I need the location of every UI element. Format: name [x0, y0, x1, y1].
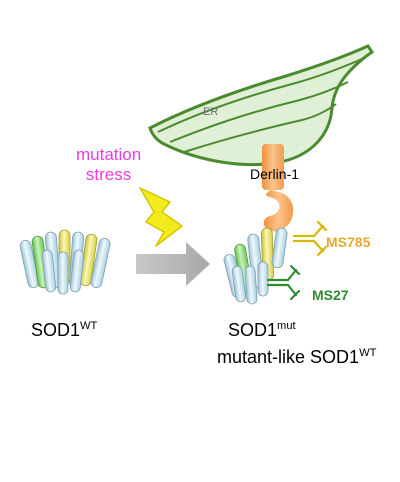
ms27-label: MS27	[312, 287, 349, 303]
er-label: ER	[203, 106, 219, 118]
derlin-1-protein	[262, 144, 294, 232]
sod1-mutant-barrel	[223, 227, 288, 305]
sod1-wt-superscript: WT	[80, 320, 98, 333]
er-membrane	[148, 44, 375, 167]
ms785-label: MS785	[326, 234, 371, 250]
ms785-antibody-icon	[292, 220, 328, 257]
mutant-like-sod1-wt-label: mutant-like SOD1WT	[217, 347, 376, 368]
ms27-antibody-icon	[266, 264, 301, 301]
sod1-wt-label: SOD1WT	[31, 320, 97, 341]
sod1-wt-base: SOD1	[31, 320, 81, 340]
derlin-1-label: Derlin-1	[250, 166, 300, 182]
mutant-like-base: mutant-like SOD1	[217, 347, 360, 367]
sod1-mut-superscript: mut	[277, 320, 296, 333]
sod1-wt-barrel	[19, 229, 111, 295]
mutation-word: mutation	[76, 145, 142, 164]
stress-word: stress	[85, 165, 132, 184]
sod1-mut-base: SOD1	[228, 320, 278, 340]
mutant-like-superscript: WT	[359, 347, 377, 360]
sod1-mut-label: SOD1mut	[228, 320, 296, 341]
right-arrow-icon	[136, 242, 210, 286]
lightning-bolt-icon	[139, 187, 183, 247]
mutation-stress-label: mutation stress	[76, 145, 141, 185]
